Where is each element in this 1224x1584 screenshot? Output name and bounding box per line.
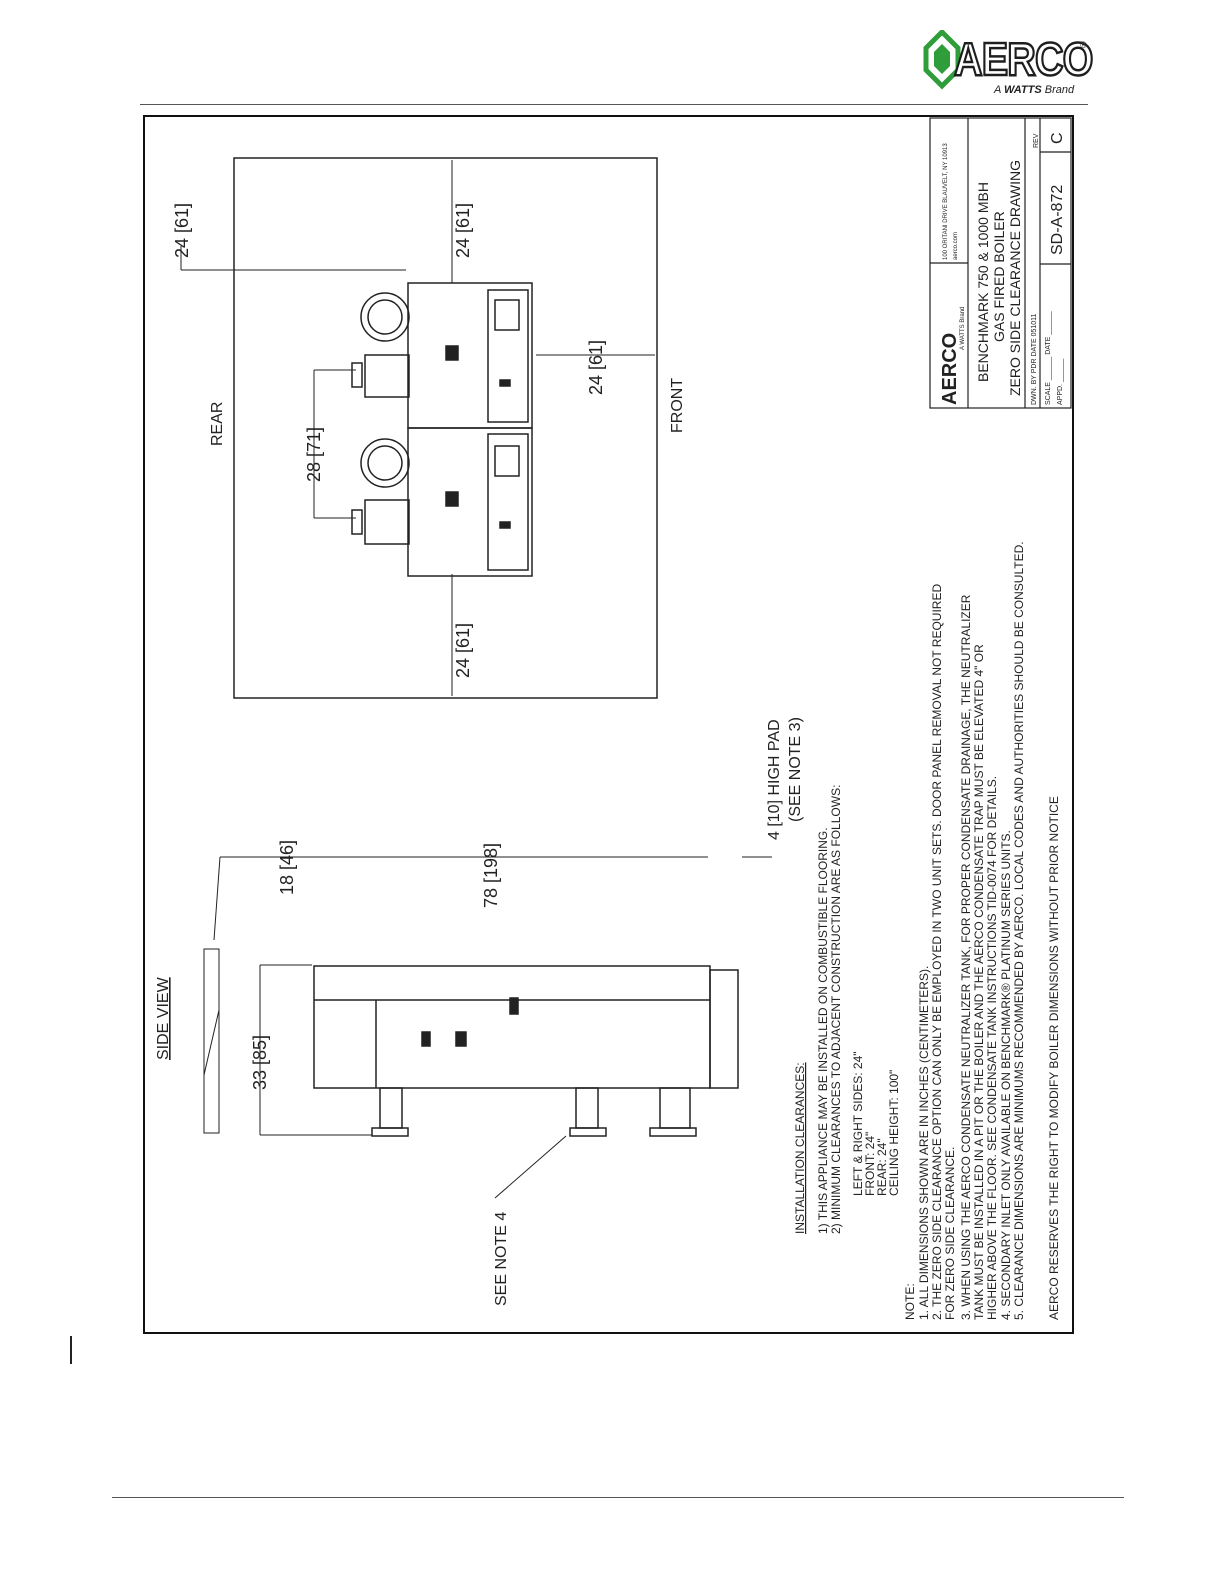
clearance-item: FRONT: 24" [863,1132,877,1196]
note-line: HIGHER ABOVE THE FLOOR. SEE CONDENSATE T… [985,776,999,1320]
title-block-website: aerco.com [953,232,959,260]
front-label: FRONT [669,378,686,433]
clearances-line1: 1) THIS APPLIANCE MAY BE INSTALLED ON CO… [816,827,830,1234]
title-block-address: 100 ORITANI DRIVE BLAUVELT, NY 10913 [943,143,949,260]
clearance-item: LEFT & RIGHT SIDES: 24" [851,1051,865,1196]
installation-clearances: INSTALLATION CLEARANCES: 1) THIS APPLIAN… [793,785,901,1234]
logo-wordmark: AERCO [953,32,1095,87]
dim-top-clearance: 18 [46] [277,840,297,895]
note-line: TANK MUST BE INSTALLED IN A PIT OR THE B… [972,644,986,1320]
note-line: FOR ZERO SIDE CLEARANCE. [943,1147,957,1320]
boiler-side-profile [313,965,739,1137]
boiler-unit-upper [351,282,533,429]
rev-label: REV [1033,133,1040,148]
pad-note-line2: (SEE NOTE 3) [787,717,804,822]
note-line: 5. CLEARANCE DIMENSIONS ARE MINIMUMS REC… [1012,541,1026,1320]
room-outline [233,157,658,699]
title-block: AERCO A WATTS Brand 100 ORITANI DRIVE BL… [929,117,1072,409]
drawn-by: DWN. BY PDR DATE 051011 [1031,313,1038,405]
aerco-diamond-icon [923,30,961,90]
clearances-line2: 2) MINIMUM CLEARANCES TO ADJACENT CONSTR… [829,785,843,1234]
title-block-brand: AERCO [939,333,961,405]
side-view-title: SIDE VIEW [155,976,172,1060]
note-line: 2. THE ZERO SIDE CLEARANCE OPTION CAN ON… [930,584,944,1320]
dim-left: 24 [61] [453,623,473,678]
dim-right: 24 [61] [453,203,473,258]
title-block-sub: A WATTS Brand [960,307,966,350]
logo-trademark: ® [1080,40,1087,50]
approved-line: APPD. ______ [1057,359,1064,405]
clearance-item: CEILING HEIGHT: 100" [887,1070,901,1196]
dim-front: 24 [61] [586,340,606,395]
side-view: SIDE VIEW 18 [46] 78 [ [155,717,804,1306]
logo-tagline: A WATTS Brand [994,84,1075,96]
notes-block: NOTE: 1. ALL DIMENSIONS SHOWN ARE IN INC… [903,541,1061,1320]
note-line: 4. SECONDARY INLET ONLY AVAILABLE ON BEN… [999,830,1013,1320]
rear-label: REAR [209,402,226,446]
dim-height: 33 [85] [250,1035,270,1090]
rev-value: C [1049,132,1066,144]
drawing-title-line1: BENCHMARK 750 & 1000 MBH [975,182,991,382]
ceiling-block [203,948,220,1134]
dim-boiler-length: 78 [198] [481,843,501,908]
clearance-item: REAR: 24" [875,1138,889,1196]
footer-rule [112,1497,1124,1498]
disclaimer: AERCO RESERVES THE RIGHT TO MODIFY BOILE… [1047,796,1061,1320]
see-note-4: SEE NOTE 4 [493,1212,510,1306]
scale-line: SCALE ______ DATE ______ [1045,311,1052,405]
notes-title: NOTE: [903,1283,917,1320]
note-line: 3. WHEN USING THE AERCO CONDENSATE NEUTR… [959,594,973,1320]
drawing-number: SD-A-872 [1049,185,1066,255]
drawing-title-line2: GAS FIRED BOILER [991,211,1007,342]
drawing-title-line3: ZERO SIDE CLEARANCE DRAWING [1007,160,1023,396]
boiler-unit-lower [351,427,533,577]
header-rule [140,104,1088,105]
dim-spacing: 28 [71] [304,427,324,482]
aerco-logo: AERCO ® A WATTS Brand [922,26,1095,100]
clearances-title: INSTALLATION CLEARANCES: [793,1062,807,1234]
note-line: 1. ALL DIMENSIONS SHOWN ARE IN INCHES (C… [917,966,931,1320]
dim-rear: 24 [61] [172,203,192,258]
drawing-sheet [143,115,1074,1334]
plan-view: 24 [61] 24 [61] 24 [61] 24 [61] 28 [71] … [172,157,686,699]
pad-note-line1: 4 [10] HIGH PAD [766,719,783,840]
change-bar [70,1336,72,1364]
